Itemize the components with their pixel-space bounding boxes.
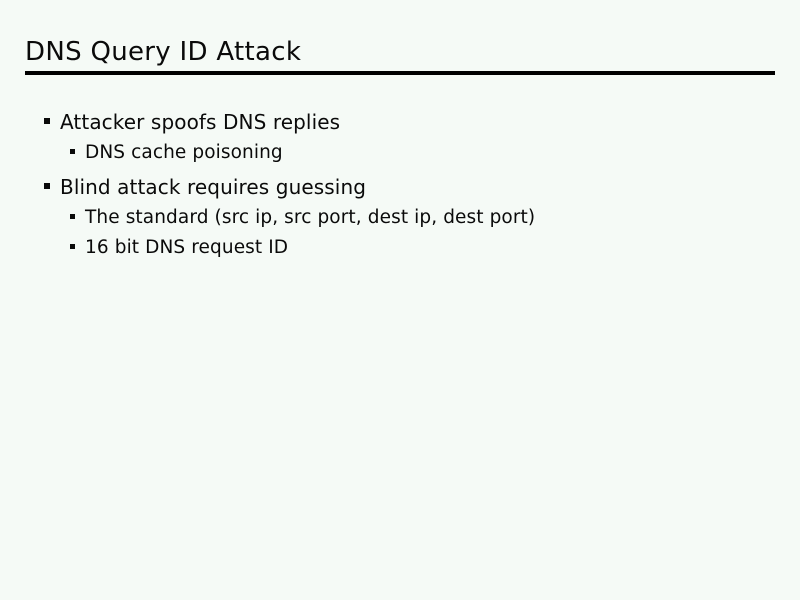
title-underline-rule: [25, 71, 775, 75]
square-bullet-icon: [70, 149, 75, 154]
list-item-label: Blind attack requires guessing: [60, 175, 367, 199]
square-bullet-icon: [70, 214, 75, 219]
page-title: DNS Query ID Attack: [25, 37, 302, 67]
list-item-label: Attacker spoofs DNS replies: [60, 110, 341, 134]
list-item: Attacker spoofs DNS replies: [0, 108, 800, 136]
list-item-label: DNS cache poisoning: [85, 142, 283, 163]
slide-title-block: DNS Query ID Attack: [25, 36, 776, 68]
square-bullet-icon: [44, 183, 50, 189]
list-item-label: The standard (src ip, src port, dest ip,…: [85, 207, 536, 228]
square-bullet-icon: [44, 118, 50, 124]
list-item: Blind attack requires guessing: [0, 173, 800, 201]
slide-body-content: Attacker spoofs DNS replies DNS cache po…: [0, 108, 800, 264]
list-item: DNS cache poisoning: [0, 139, 800, 166]
list-item: 16 bit DNS request ID: [0, 234, 800, 261]
list-item: The standard (src ip, src port, dest ip,…: [0, 204, 800, 231]
list-item-label: 16 bit DNS request ID: [85, 237, 289, 258]
square-bullet-icon: [70, 244, 75, 249]
